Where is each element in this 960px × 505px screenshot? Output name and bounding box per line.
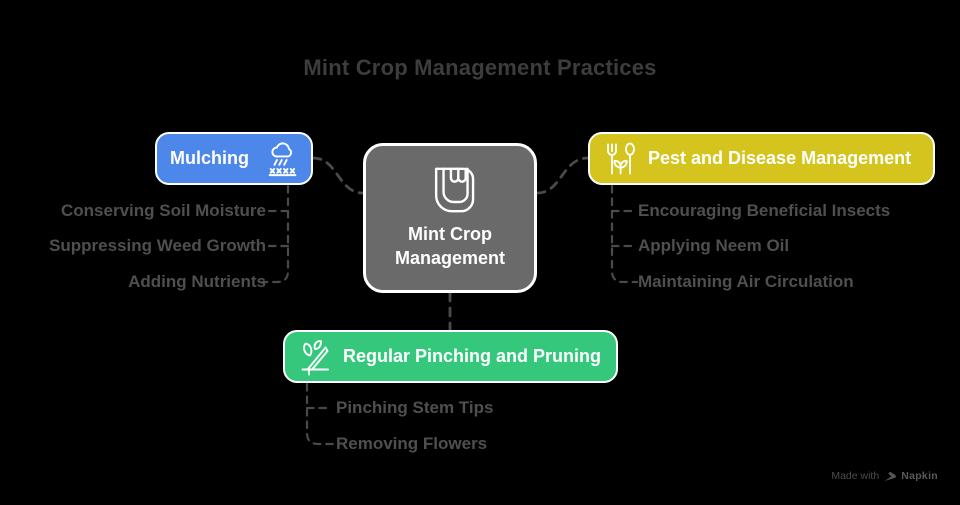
sub-item-conserving-soil-moisture: Conserving Soil Moisture xyxy=(61,201,266,220)
mint-leaf-logo-icon xyxy=(424,166,476,214)
pen-nib-icon xyxy=(884,471,897,482)
watermark-brand-label: Napkin xyxy=(901,470,938,482)
pruning-label: Regular Pinching and Pruning xyxy=(343,346,602,366)
node-pest-and-disease-management: Pest and Disease Management xyxy=(588,132,935,185)
sub-item-adding-nutrients: Adding Nutrients xyxy=(128,272,266,291)
connector-pruning-branch xyxy=(305,382,335,446)
center-label-line1: Mint Crop xyxy=(408,223,492,244)
sub-item-suppressing-weed-growth: Suppressing Weed Growth xyxy=(49,236,266,255)
watermark: Made with Napkin xyxy=(831,470,938,482)
sub-item-applying-neem-oil: Applying Neem Oil xyxy=(638,236,790,255)
fork-sprout-spoon-icon xyxy=(603,140,637,178)
pest-label: Pest and Disease Management xyxy=(648,148,912,168)
rain-over-mulch-icon xyxy=(267,140,298,177)
node-regular-pinching-and-pruning: Regular Pinching and Pruning xyxy=(283,330,618,383)
mulching-label: Mulching xyxy=(170,148,249,168)
connector-mulching-branch xyxy=(261,184,290,284)
sub-item-removing-flowers: Removing Flowers xyxy=(336,434,488,453)
pruned-seedling-icon xyxy=(298,338,332,376)
sub-item-maintaining-air-circulation: Maintaining Air Circulation xyxy=(638,272,854,291)
center-label-line2: Management xyxy=(394,247,506,268)
sub-item-encouraging-beneficial-insects: Encouraging Beneficial Insects xyxy=(638,201,891,220)
connector-pest-branch xyxy=(610,184,639,284)
connector-center-to-pest xyxy=(535,156,590,195)
connector-center-to-mulching xyxy=(311,156,365,195)
node-mint-crop-management: Mint Crop Management xyxy=(363,143,537,293)
node-mulching: Mulching xyxy=(155,132,313,185)
sub-item-pinching-stem-tips: Pinching Stem Tips xyxy=(336,398,494,417)
diagram-title: Mint Crop Management Practices xyxy=(303,55,657,80)
watermark-made-with-label: Made with xyxy=(831,470,880,482)
